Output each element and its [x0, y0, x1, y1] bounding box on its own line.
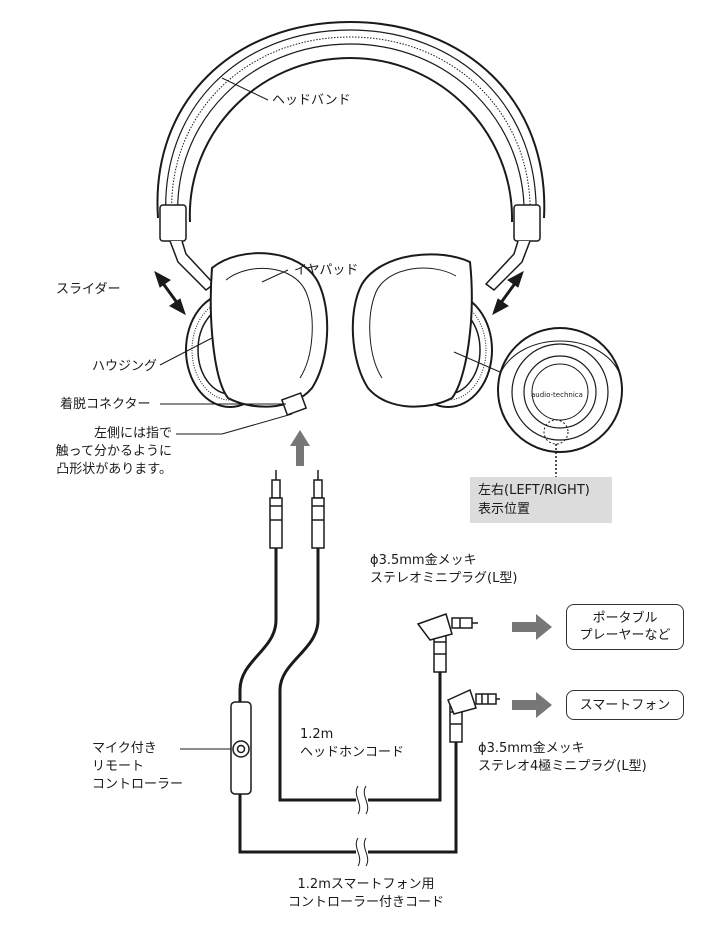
insert-arrow — [290, 430, 310, 466]
cord-break-marks — [355, 785, 369, 867]
smartphone-cord — [238, 548, 458, 854]
plug-4pole-line-1: ϕ3.5mm金メッキ — [478, 741, 585, 756]
smartphone-cord-line-1: 1.2mスマートフォン用 — [297, 877, 435, 892]
plug-4pole-line-2: ステレオ4極ミニプラグ(L型) — [478, 759, 647, 774]
lr-note-line-1: 左右(LEFT/RIGHT) — [478, 483, 590, 498]
right-plug — [311, 470, 325, 549]
left-plug — [269, 470, 283, 549]
right-earcup — [351, 253, 493, 408]
l-plug-4pole — [447, 688, 500, 743]
label-connector: 着脱コネクター — [60, 397, 151, 412]
mic-remote-line-3: コントローラー — [92, 777, 184, 792]
slider-arrow-right — [492, 270, 524, 316]
left-note-line-2: 触って分かるように — [55, 444, 172, 459]
mic-remote-line-1: マイク付き — [92, 741, 157, 756]
leader-lines — [159, 77, 501, 750]
label-plug-4pole: ϕ3.5mm金メッキ ステレオ4極ミニプラグ(L型) — [478, 740, 647, 776]
label-slider: スライダー — [56, 282, 121, 297]
smartphone-label: スマートフォン — [579, 697, 671, 713]
left-note-line-1: 左側には指で — [93, 426, 172, 441]
smartphone-cord-line-2: コントローラー付きコード — [287, 895, 444, 910]
left-note-line-3: 凸形状があります。 — [56, 462, 172, 477]
label-earpad: イヤパッド — [294, 263, 359, 278]
label-headphone-cord: 1.2m ヘッドホンコード — [300, 726, 404, 762]
slider-arrow-left — [154, 270, 186, 316]
device-arrows — [512, 614, 552, 718]
label-housing: ハウジング — [92, 359, 158, 374]
headphone-cord-line-1: 1.2m — [300, 727, 334, 742]
lr-note-line-2: 表示位置 — [478, 502, 531, 517]
left-earcup — [185, 252, 329, 416]
left-slider — [159, 204, 216, 291]
label-mic-remote: マイク付き リモート コントローラー — [92, 740, 183, 794]
device-smartphone: スマートフォン — [566, 690, 684, 720]
remote-controller — [230, 701, 252, 795]
zoom-detail — [497, 327, 623, 477]
device-portable-player: ポータブル プレーヤーなど — [566, 604, 684, 650]
lr-position-note: 左右(LEFT/RIGHT) 表示位置 — [470, 477, 612, 523]
l-plug-35 — [416, 613, 478, 673]
plug-35-line-1: ϕ3.5mm金メッキ — [370, 553, 477, 568]
plug-35-line-2: ステレオミニプラグ(L型) — [370, 571, 518, 586]
label-plug-35: ϕ3.5mm金メッキ ステレオミニプラグ(L型) — [370, 552, 517, 588]
right-slider — [484, 204, 541, 291]
label-headband: ヘッドバンド — [272, 93, 351, 108]
headphone-cord-line-2: ヘッドホンコード — [300, 745, 405, 760]
headphone-cord — [278, 548, 442, 802]
label-left-note: 左側には指で 触って分かるように 凸形状があります。 — [28, 425, 172, 479]
headband — [156, 20, 546, 223]
portable-line-1: ポータブル — [592, 611, 658, 626]
portable-line-2: プレーヤーなど — [579, 628, 671, 643]
brand-logo-text: audio-technica — [531, 391, 583, 399]
label-smartphone-cord: 1.2mスマートフォン用 コントローラー付きコード — [276, 876, 456, 912]
mic-remote-line-2: リモート — [92, 759, 145, 774]
